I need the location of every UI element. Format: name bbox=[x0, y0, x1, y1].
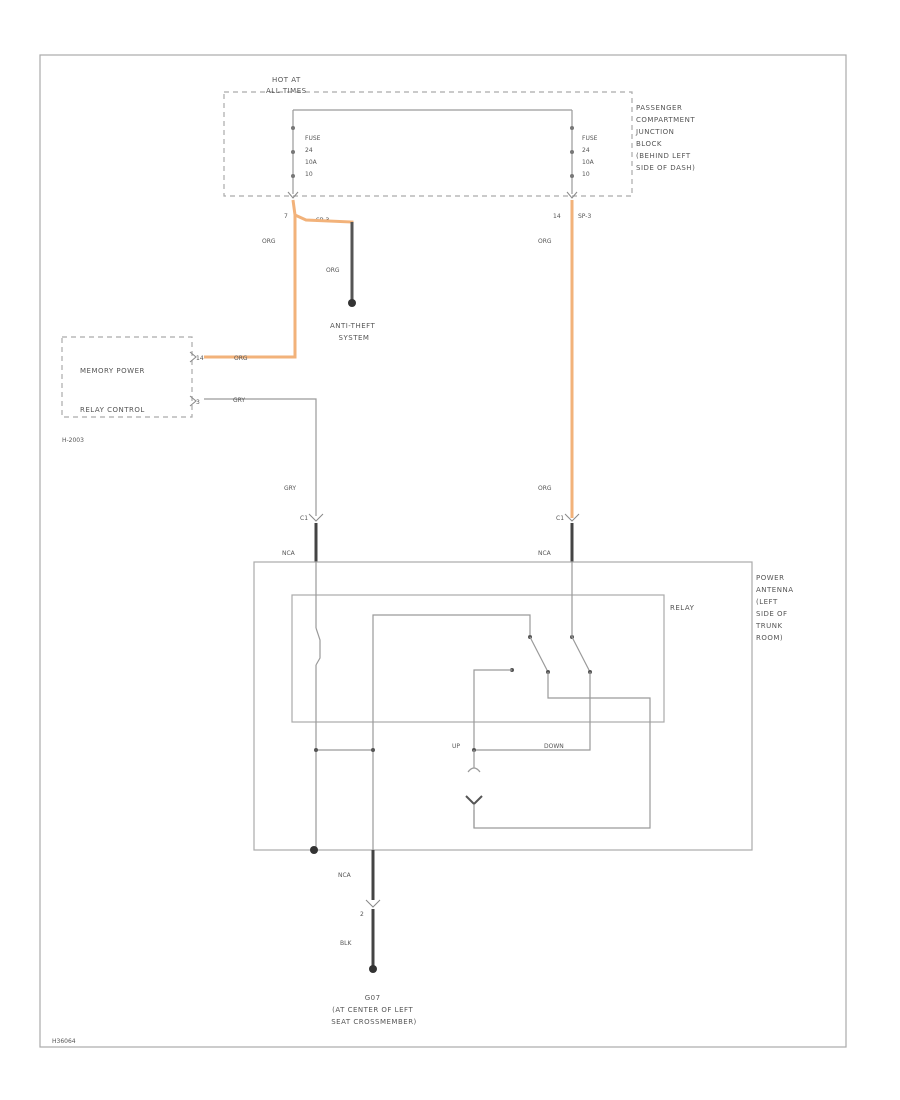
down-label: DOWN bbox=[544, 743, 564, 750]
junction-block-label: PASSENGER COMPARTMENT JUNCTION BLOCK (BE… bbox=[635, 104, 698, 172]
pin-left-top: 7 bbox=[284, 213, 288, 220]
wire-label-gry2: GRY bbox=[284, 485, 296, 492]
connector-c1-left bbox=[308, 513, 324, 522]
diagram-frame bbox=[39, 54, 847, 1048]
fuse-right: FUSE 24 10A 10 bbox=[570, 110, 599, 194]
ground-terminal bbox=[369, 965, 377, 973]
anti-theft-terminal bbox=[348, 299, 356, 307]
relay-switch-2 bbox=[571, 636, 591, 673]
wire-label-org2: ORG bbox=[326, 267, 340, 274]
hot-at-label: HOT AT bbox=[272, 76, 301, 84]
wire-gry-relay-control bbox=[204, 398, 317, 516]
ground-label: G07 (AT CENTER OF LEFT SEAT CROSSMEMBER) bbox=[331, 994, 417, 1026]
relay-label: RELAY bbox=[670, 604, 695, 612]
wire-org-anti-theft bbox=[291, 199, 354, 302]
relay-switch-1 bbox=[529, 636, 549, 673]
svg-text:FUSE 24 10A: FUSE 24 10A 10 bbox=[305, 135, 322, 178]
wire-label-org4: ORG bbox=[538, 238, 552, 245]
wire-label-nca-bottom: NCA bbox=[338, 872, 352, 879]
all-times-label: ALL TIMES bbox=[266, 87, 307, 95]
up-label: UP bbox=[452, 743, 460, 750]
fuse-left: FUSE 24 10A 10 bbox=[291, 110, 322, 194]
wire-label-nca-left: NCA bbox=[282, 550, 296, 557]
connector-c1-right bbox=[564, 513, 580, 522]
svg-text:FUSE 24 10A: FUSE 24 10A 10 bbox=[582, 135, 599, 178]
pin-memory-power: 14 bbox=[196, 355, 204, 362]
pin-c1-left: C1 bbox=[300, 515, 308, 522]
footer-code: H36064 bbox=[52, 1038, 76, 1045]
pin-relay-control: 3 bbox=[196, 399, 200, 406]
wire-label-org3: ORG bbox=[234, 355, 248, 362]
anti-theft-label: ANTI-THEFT SYSTEM bbox=[330, 322, 378, 342]
pin-c1-right: C1 bbox=[556, 515, 564, 522]
power-antenna-label: POWER ANTENNA (LEFT SIDE OF TRUNK ROOM) bbox=[755, 574, 796, 642]
memory-power-label: MEMORY POWER bbox=[80, 367, 145, 375]
control-module bbox=[61, 336, 193, 418]
wire-org-memory-power bbox=[204, 215, 297, 359]
connector-left-top bbox=[287, 191, 299, 199]
connector-ground bbox=[365, 899, 381, 908]
relay-common-line bbox=[372, 614, 531, 850]
wire-label-org5: ORG bbox=[538, 485, 552, 492]
connector-right-top bbox=[566, 191, 578, 199]
splice-right: SP-3 bbox=[578, 213, 591, 220]
power-antenna-box bbox=[253, 561, 753, 851]
pin-right-top: 14 bbox=[553, 213, 561, 220]
pin-ground: 2 bbox=[360, 911, 364, 918]
ground-splice-left bbox=[310, 846, 318, 854]
relay-control-label: RELAY CONTROL bbox=[80, 406, 145, 414]
wire-label-nca-right: NCA bbox=[538, 550, 552, 557]
wire-label-org1: ORG bbox=[262, 238, 276, 245]
relay-box bbox=[291, 594, 665, 723]
junction-block bbox=[223, 91, 633, 197]
motor-icon bbox=[465, 795, 483, 806]
module-id: H-2003 bbox=[62, 437, 84, 444]
wire-label-blk: BLK bbox=[340, 940, 352, 947]
relay-coil bbox=[315, 627, 321, 666]
wire-label-gry1: GRY bbox=[233, 397, 245, 404]
